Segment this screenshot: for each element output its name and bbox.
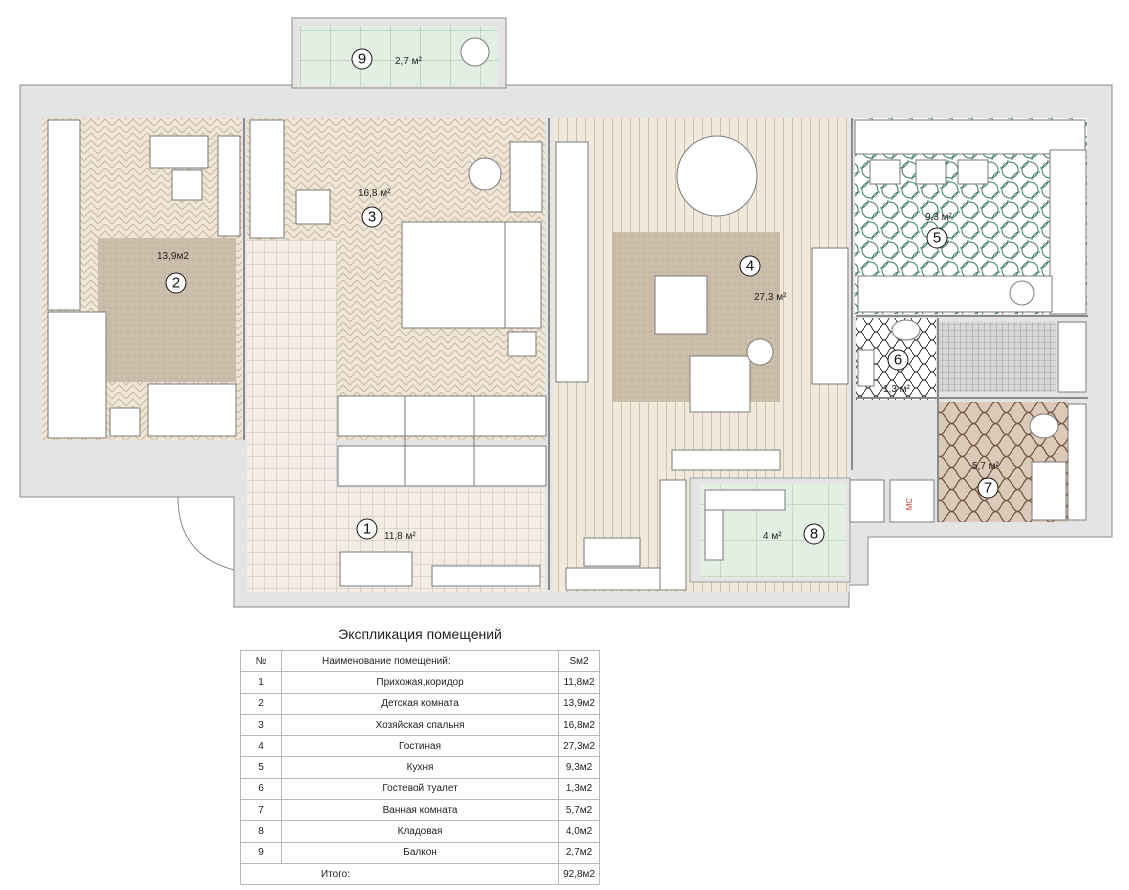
room-2-childrens-room [42,118,242,440]
explication-table: № Наименование помещений: Sм2 1 Прихожая… [239,649,600,886]
room-label-5: 5 9,3 м² [925,212,953,249]
svg-text:2,7 м²: 2,7 м² [395,56,423,67]
utility-shaft: МС [849,479,935,523]
row-num: 4 [240,735,282,758]
row-name: Детская комната [280,692,560,715]
room-label-8: 8 4 м² [763,523,825,545]
svg-text:9,3 м²: 9,3 м² [925,212,953,223]
row-area: 27,3м2 [558,735,600,758]
svg-text:5,7 м²: 5,7 м² [972,461,1000,472]
row-name: Кладовая [280,820,560,843]
table-row: 7 Ванная комната 5,7м2 [240,799,600,822]
table-total-row: Итого: 92,8м2 [239,862,600,886]
room-label-9: 9 2,7 м² [351,48,423,70]
svg-text:1: 1 [363,521,371,538]
header-area: Sм2 [558,649,600,673]
row-num: 8 [240,820,282,843]
table-row: 6 Гостевой туалет 1,3м2 [240,777,600,801]
room-label-6: 6 1,3 м² [883,349,911,395]
row-area: 2,7м2 [558,841,600,864]
svg-text:8: 8 [810,526,818,543]
svg-text:4 м²: 4 м² [763,531,782,542]
table-row: 4 Гостиная 27,3м2 [240,735,600,758]
svg-text:2: 2 [172,275,180,292]
room-label-1: 1 11,8 м² [356,518,416,542]
svg-text:11,8 м²: 11,8 м² [384,531,416,542]
room-label-7: 7 5,7 м² [972,461,1000,499]
header-num: № [240,649,282,673]
svg-text:4: 4 [746,258,754,275]
svg-text:9: 9 [358,51,366,68]
row-area: 1,3м2 [558,777,600,801]
room-5-kitchen [854,118,1087,315]
svg-text:1,3 м²: 1,3 м² [883,384,911,395]
row-num: 5 [240,756,282,779]
row-name: Ванная комната [280,799,560,822]
svg-text:6: 6 [894,352,902,369]
svg-text:3: 3 [368,209,376,226]
row-name: Балкон [280,841,560,864]
room-1-hallway [177,240,545,592]
room-label-2: 2 13,9м2 [157,251,189,294]
row-area: 4,0м2 [558,820,600,843]
explication-title: Экспликация помещений [338,626,502,642]
shaft-label: МС [905,498,914,511]
table-row: 2 Детская комната 13,9м2 [240,692,600,715]
row-num: 1 [240,671,282,694]
row-num: 3 [240,713,282,737]
table-row: 8 Кладовая 4,0м2 [240,820,600,843]
room-label-4: 4 27,3 м² [739,255,787,303]
row-name: Хозяйская спальня [280,713,560,737]
row-num: 6 [240,777,282,801]
svg-text:16,8 м²: 16,8 м² [358,188,391,199]
room-9-balcony [291,17,507,89]
row-name: Гостиная [280,735,560,758]
row-area: 11,8м2 [558,671,600,694]
row-area: 16,8м2 [558,713,600,737]
row-name: Гостевой туалет [280,777,560,801]
row-name: Прихожая,коридор [280,671,560,694]
row-num: 7 [240,799,282,822]
table-row: 3 Хозяйская спальня 16,8м2 [240,713,600,737]
room-7-bathroom [938,402,1087,522]
svg-text:7: 7 [984,480,992,497]
row-name: Кухня [280,756,560,779]
table-row: 9 Балкон 2,7м2 [240,841,600,864]
svg-text:27,3 м²: 27,3 м² [754,292,787,303]
floor-plan: МС 1 11,8 м² 2 13,9м2 3 16,8 м² 4 27,3 [19,17,1113,608]
total-label: Итого: [239,862,560,886]
svg-text:5: 5 [933,230,941,247]
header-name: Наименование помещений: [280,649,560,673]
shower-area [938,321,1087,393]
interior-walls [243,118,1088,590]
table-row: 5 Кухня 9,3м2 [240,756,600,779]
table-header-row: № Наименование помещений: Sм2 [240,649,600,673]
room-label-3: 3 16,8 м² [358,188,391,228]
row-area: 9,3м2 [558,756,600,779]
row-area: 5,7м2 [558,799,600,822]
row-num: 9 [240,841,282,864]
table-row: 1 Прихожая,коридор 11,8м2 [240,671,600,694]
row-num: 2 [240,692,282,715]
total-area: 92,8м2 [558,862,600,886]
row-area: 13,9м2 [558,692,600,715]
room-labels: 1 11,8 м² 2 13,9м2 3 16,8 м² 4 27,3 м² 5… [157,48,1000,545]
svg-text:13,9м2: 13,9м2 [157,251,189,262]
